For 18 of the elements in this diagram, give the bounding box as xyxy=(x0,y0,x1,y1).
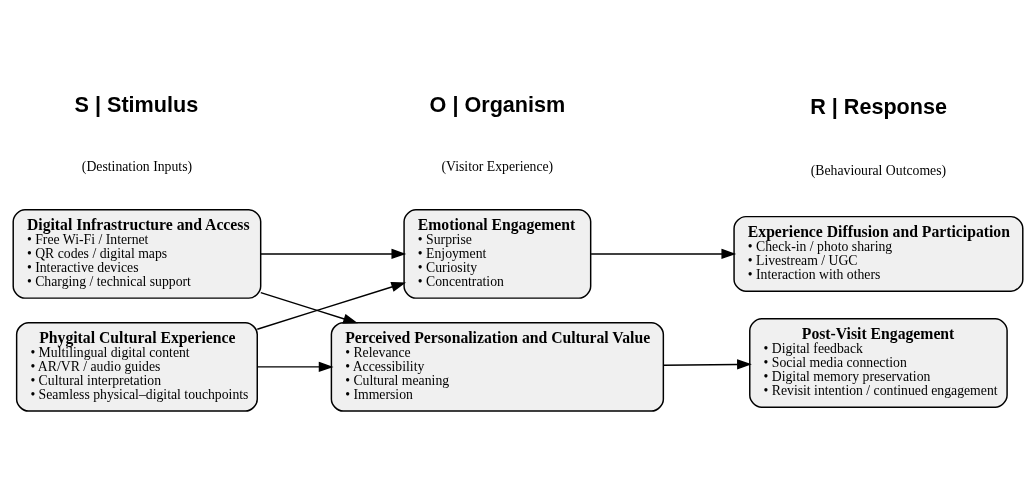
node-box: Digital Infrastructure and Access • Free Wi-Fi / Internet • QR codes / digital maps • Interactive devices • Charging / technical support xyxy=(12,208,262,299)
node-box: Perceived Personalization and Cultural Value • Relevance • Accessibility • Cultural meaning • Immersion xyxy=(330,321,665,412)
node-box: Experience Diffusion and Participation • Check-in / photo sharing • Livestream / UGC • Interaction with others xyxy=(733,215,1024,292)
label: S | Stimulus xyxy=(74,91,199,117)
arrow xyxy=(662,358,752,370)
arrow xyxy=(260,248,407,259)
label: R | Response xyxy=(810,93,948,119)
label: (Behavioural Outcomes) xyxy=(810,162,947,178)
arrow xyxy=(260,291,358,324)
arrow xyxy=(590,248,737,259)
node-box: Post-Visit Engagement • Digital feedback • Social media connection • Digital memory preservation • Revisit intention / continued engagement xyxy=(749,317,1008,408)
arrow xyxy=(256,361,334,372)
label: (Visitor Experience) xyxy=(441,158,554,174)
node-box: Emotional Engagement • Surprise • Enjoyment • Curiosity • Concentration xyxy=(403,208,592,299)
arrow xyxy=(256,281,407,330)
label: O | Organism xyxy=(429,91,566,117)
label: (Destination Inputs) xyxy=(81,158,193,174)
node-box: Phygital Cultural Experience • Multilingual digital content • AR/VR / audio guides • Cultural interpretation • Seamless physical–digital touchpoints xyxy=(15,321,258,412)
